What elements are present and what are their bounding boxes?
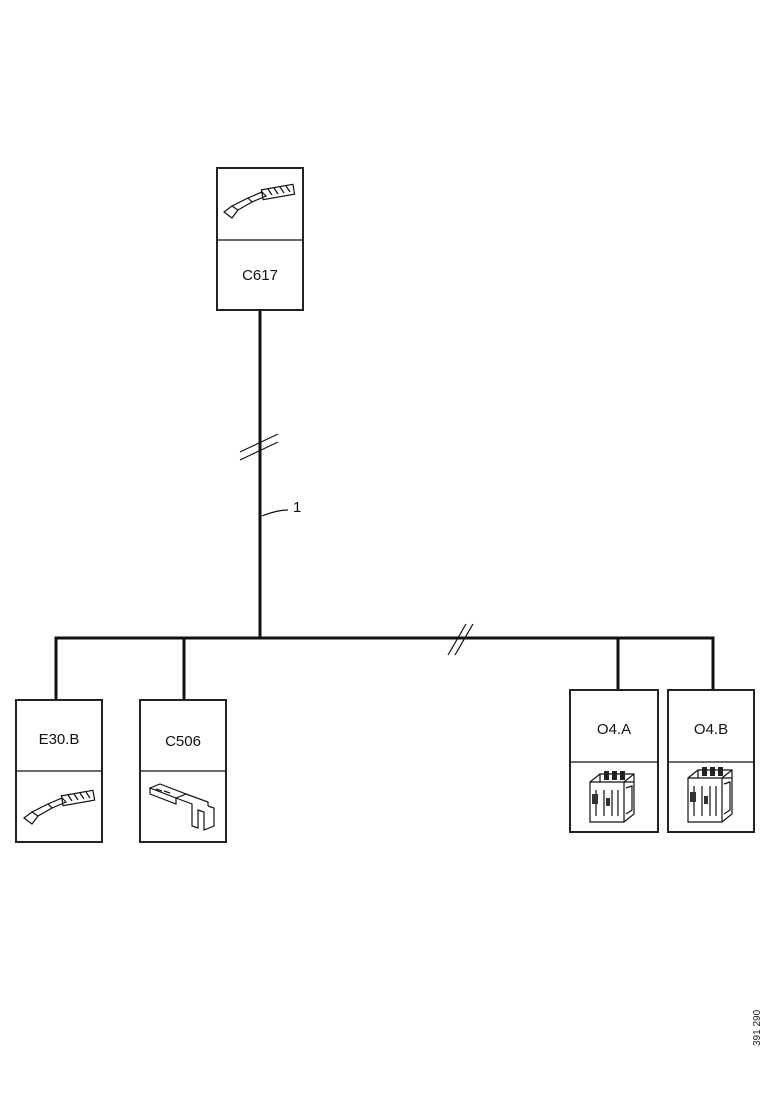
connector-label: O4.A — [597, 721, 631, 738]
crimp-terminal-icon — [23, 789, 96, 825]
break-mark-bus — [447, 623, 474, 656]
connector-label: E30.B — [39, 731, 80, 748]
connector-o4b: O4.B — [667, 689, 755, 833]
connector-o4a: O4.A — [569, 689, 659, 833]
multi-pin-connector-icon — [687, 767, 733, 823]
break-mark-trunk — [239, 433, 279, 461]
crimp-terminal-icon — [223, 183, 296, 219]
connector-c506: C506 — [139, 699, 227, 843]
connector-label: O4.B — [694, 721, 728, 738]
connector-label: C617 — [242, 267, 278, 284]
connector-e30b: E30.B — [15, 699, 103, 843]
wire-harness — [54, 310, 715, 702]
multi-pin-connector-icon — [589, 771, 635, 823]
spade-terminal-icon — [148, 783, 215, 831]
wire-callout: 1 — [261, 499, 301, 517]
connector-label: C506 — [165, 733, 201, 750]
callout-number: 1 — [293, 499, 301, 516]
connector-c617: C617 — [216, 167, 304, 311]
figure-reference: 391 290 — [752, 1009, 763, 1046]
